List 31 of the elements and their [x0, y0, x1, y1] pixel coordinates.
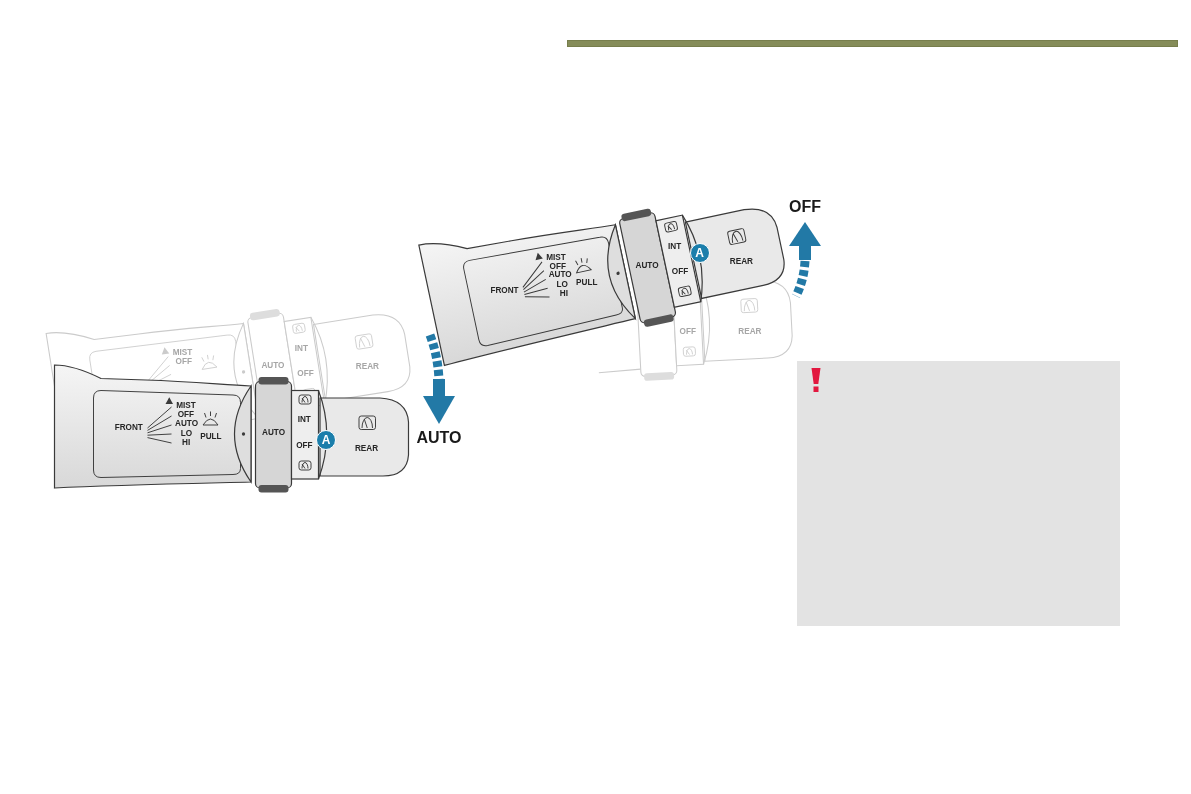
stalk-marking: FRONT — [114, 423, 143, 432]
stalk-marking: HI — [182, 439, 191, 448]
stalk-marking: LO — [556, 280, 568, 289]
stalk-marking: OFF — [175, 358, 192, 367]
stalk-marking: REAR — [354, 444, 379, 453]
stalk-marking: LO — [180, 429, 193, 438]
stalk-marking: REAR — [738, 327, 762, 336]
stalk-marking: AUTO — [548, 271, 572, 280]
stalk-marking: INT — [297, 416, 311, 425]
stalk-marking: INT — [294, 344, 308, 353]
stalk-marking: AUTO — [261, 361, 285, 370]
stalk-marking: FRONT — [490, 286, 519, 296]
stalk-marking: HI — [559, 290, 569, 299]
stalk-marking: OFF — [297, 369, 314, 379]
stalk-marking: PULL — [576, 278, 598, 287]
stalk-marking: AUTO — [174, 419, 199, 429]
position-label: AUTO — [416, 430, 462, 446]
stalk-marking: AUTO — [635, 261, 659, 270]
stalk-marking: PULL — [200, 432, 222, 441]
stalk-marking: AUTO — [261, 428, 286, 437]
stalk-marking: OFF — [549, 262, 566, 271]
stalk-marking: MIST — [176, 401, 196, 411]
stalk-marking: OFF — [671, 267, 689, 277]
stalk-marking: INT — [668, 243, 682, 252]
stalk-marking: OFF — [177, 410, 195, 420]
stalk-marking: OFF — [679, 327, 696, 336]
stalk-marking: REAR — [355, 363, 379, 372]
stalk-marking: REAR — [729, 258, 753, 267]
stalk-marking: MIST — [546, 253, 566, 262]
stalk-marking: MIST — [172, 349, 193, 358]
position-label: OFF — [789, 199, 821, 215]
